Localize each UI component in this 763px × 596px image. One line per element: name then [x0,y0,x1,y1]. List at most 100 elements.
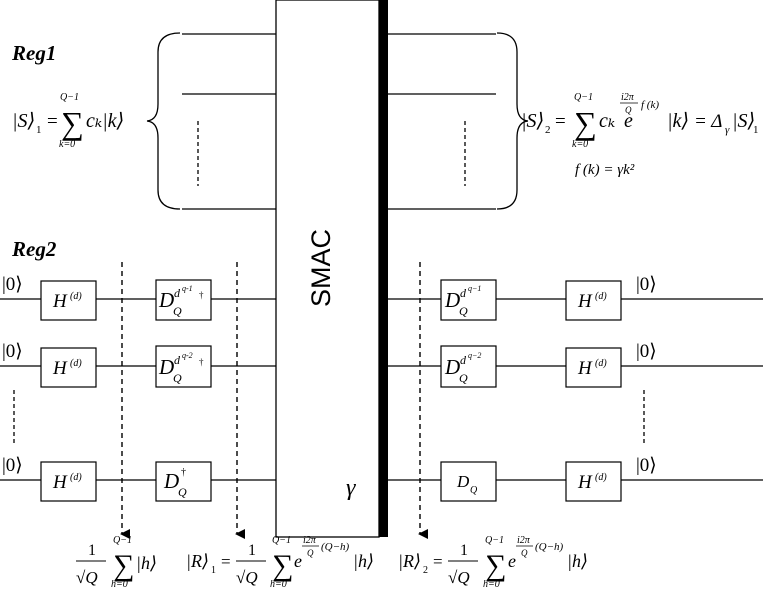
row3-left-hadamard-gate: H (d) [40,461,97,502]
state-out-exp-den: Q [625,105,632,115]
state-out-rhs: |S⟩ [732,110,755,132]
f2-exp-den: Q [307,548,314,558]
hadamard-label: H [577,358,593,379]
state-in-lhs: |S⟩ [12,110,35,132]
state-out-delta-sub: γ [725,124,730,136]
f1-den: √Q [76,568,98,587]
row3-left-dq-dagger-gate: D Q † [155,461,212,502]
state-out-eq: = [555,111,566,132]
f3-exp-den: Q [521,548,528,558]
row3-input-ket: |0⟩ [2,455,23,476]
f3-sum-top: Q−1 [485,535,504,546]
dq-base: D [444,288,460,312]
left-brace [146,32,181,210]
hadamard-sup: (d) [70,358,82,369]
dq-sup: d [460,286,467,300]
state-in-lhs-sub: 1 [36,124,42,136]
smac-thick-edge [379,0,388,537]
f1-num: 1 [88,542,96,559]
row2-right-dq-gate: D Q d q−2 [440,345,497,388]
row1-left-dq-dagger-gate: D Q d q-1 † [155,279,212,321]
dq-supsup: q-2 [182,351,193,360]
f2-sum-top: Q−1 [272,535,291,546]
f3-lhs: |R⟩ [398,551,421,571]
f2-sum-bottom: h=0 [270,579,287,590]
reg2-label: Reg2 [11,237,57,261]
f3-ket: |h⟩ [567,551,588,571]
dq-base: D [456,472,470,491]
state-out-coef: cₖ [599,110,615,132]
dq-sup: d [174,353,181,367]
f1-ket: |h⟩ [136,553,157,573]
row2-output-ket: |0⟩ [636,341,657,362]
f2-sum: ∑ [272,549,293,582]
row3-output-ket: |0⟩ [636,455,657,476]
row1-input-ket: |0⟩ [2,274,23,295]
row2-input-ket: |0⟩ [2,341,23,362]
f1-sum: ∑ [113,549,134,582]
row3-right-hadamard-gate: H (d) [565,461,622,502]
state-out-e: e [624,110,633,132]
row1-right-hadamard-gate: H (d) [565,280,622,321]
f2-eq: = [221,552,231,571]
hadamard-sup: (d) [595,291,607,302]
state-out-ket: |k⟩ [667,110,689,132]
f2-den: √Q [236,568,258,587]
f2-num: 1 [248,542,256,559]
hadamard-label: H [52,291,68,312]
row1-right-dq-gate: D Q d q−1 [440,279,497,321]
hadamard-sup: (d) [595,472,607,483]
state-in-sum: ∑ [61,105,84,141]
state-out-sum-bottom: k=0 [572,139,588,150]
state-out-eq2: = Δ [694,111,722,132]
smac-box [275,0,380,538]
dq-base: D [158,288,174,312]
hadamard-sup: (d) [70,291,82,302]
state-out-exp-tail: f (k) [641,99,659,111]
hadamard-sup: (d) [595,358,607,369]
f-definition: f (k) = γk² [575,162,635,178]
dq-dagger: † [181,467,186,478]
state-out-rhs-sub: 1 [753,124,759,136]
f3-exp-num: i2π [517,535,531,546]
state-in-sum-bottom: k=0 [59,139,75,150]
dq-base: D [163,469,179,493]
dq-sub: Q [178,485,187,499]
state-in-sum-top: Q−1 [60,92,79,103]
smac-block: SMAC γ [275,0,388,538]
right-brace [496,32,529,210]
hadamard-label: H [577,291,593,312]
f3-exp-tail: (Q−h) [535,541,564,553]
f1-sum-top: Q−1 [113,535,132,546]
hadamard-label: H [52,358,68,379]
state-out-lhs-sub: 2 [545,124,551,136]
state-out-lhs: |S⟩ [521,110,544,132]
f2-ket: |h⟩ [353,551,374,571]
dq-sub: Q [459,304,468,318]
dq-supsup: q-1 [182,284,193,293]
f3-eq: = [433,552,443,571]
dq-sup: d [174,286,181,300]
row1-output-ket: |0⟩ [636,274,657,295]
dq-sub: Q [173,371,182,385]
row2-left-dq-dagger-gate: D Q d q-2 † [155,345,212,388]
dq-sup: d [460,353,467,367]
reg1-label: Reg1 [11,41,56,65]
f3-sum: ∑ [485,549,506,582]
hadamard-sup: (d) [70,472,82,483]
smac-gamma: γ [346,475,356,501]
dq-sub: Q [470,485,478,496]
state-in-body: cₖ|k⟩ [86,110,124,132]
f2-exp-tail: (Q−h) [321,541,350,553]
hadamard-label: H [52,472,68,493]
f3-num: 1 [460,542,468,559]
bottom-formula-3: |R⟩ 2 = 1 √Q Q−1 ∑ h=0 e i2π Q (Q−h) |h⟩ [398,535,588,590]
dq-base: D [158,355,174,379]
dq-dagger: † [199,357,204,367]
row2-left-hadamard-gate: H (d) [40,347,97,388]
state-out-formula: |S⟩ 2 = Q−1 ∑ k=0 cₖ e i2π Q f (k) |k⟩ =… [521,92,759,150]
state-out-sum: ∑ [574,105,597,141]
dq-supsup: q−2 [468,351,481,360]
dq-supsup: q−1 [468,284,481,293]
